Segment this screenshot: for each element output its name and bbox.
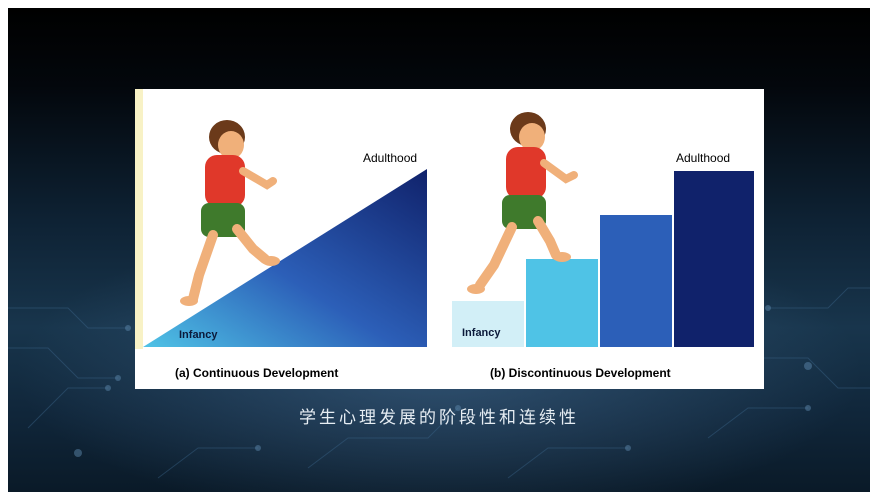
circuit-board-pattern bbox=[8, 287, 870, 479]
discontinuous-steps-illustration bbox=[452, 112, 754, 347]
step-2 bbox=[600, 215, 672, 347]
infancy-label: Infancy bbox=[462, 327, 501, 339]
continuous-slope-illustration bbox=[135, 89, 427, 349]
development-figure: Adulthood Infancy (a) Continuous Develop… bbox=[135, 89, 764, 389]
step-3 bbox=[674, 171, 754, 347]
child-climbing-icon bbox=[180, 120, 280, 306]
adulthood-label: Adulthood bbox=[363, 151, 418, 165]
step-infancy bbox=[452, 301, 524, 347]
discontinuous-caption: (b) Discontinuous Development bbox=[490, 366, 671, 380]
slide-background: Adulthood Infancy (a) Continuous Develop… bbox=[8, 8, 870, 492]
discontinuous-development-panel: Adulthood Infancy (b) Discontinuous Deve… bbox=[450, 89, 764, 389]
child-stepping-icon bbox=[467, 112, 578, 294]
continuous-caption: (a) Continuous Development bbox=[175, 366, 339, 380]
continuous-slope bbox=[143, 169, 427, 347]
step-1 bbox=[526, 259, 598, 347]
adulthood-label: Adulthood bbox=[676, 151, 731, 165]
slide-subtitle: 学生心理发展的阶段性和连续性 bbox=[299, 408, 579, 428]
continuous-development-panel: Adulthood Infancy (a) Continuous Develop… bbox=[135, 89, 449, 389]
infancy-label: Infancy bbox=[179, 329, 218, 341]
